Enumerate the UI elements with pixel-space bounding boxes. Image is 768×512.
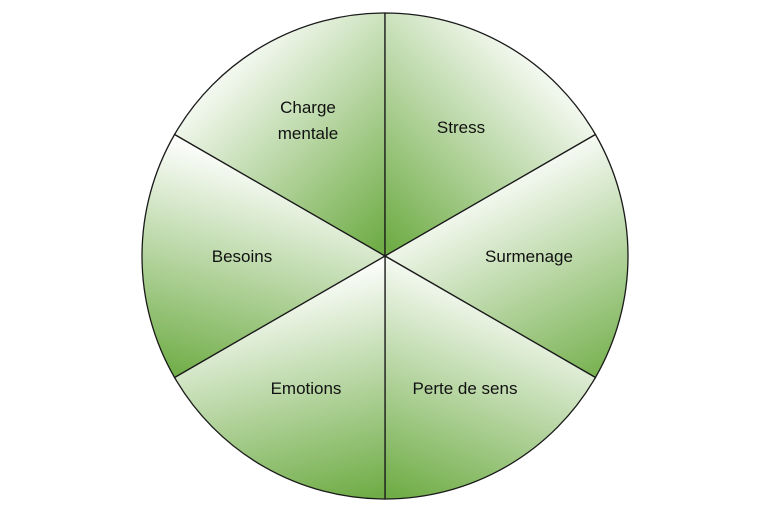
segment-charge-mentale <box>173 12 386 258</box>
segment-perte-de-sens <box>384 254 597 500</box>
segment-label-surmenage: Surmenage <box>485 247 573 266</box>
segment-besoins <box>141 133 387 379</box>
segment-surmenage <box>383 133 629 379</box>
segment-label-emotions: Emotions <box>271 379 342 398</box>
segment-stress <box>384 12 597 258</box>
segment-label-stress: Stress <box>437 118 485 137</box>
segment-emotions <box>173 254 386 500</box>
segment-label-charge-mentale-2: mentale <box>278 124 338 143</box>
segment-label-perte-de-sens: Perte de sens <box>413 379 518 398</box>
segment-label-besoins: Besoins <box>212 247 272 266</box>
segment-label-charge-mentale-1: Charge <box>280 98 336 117</box>
